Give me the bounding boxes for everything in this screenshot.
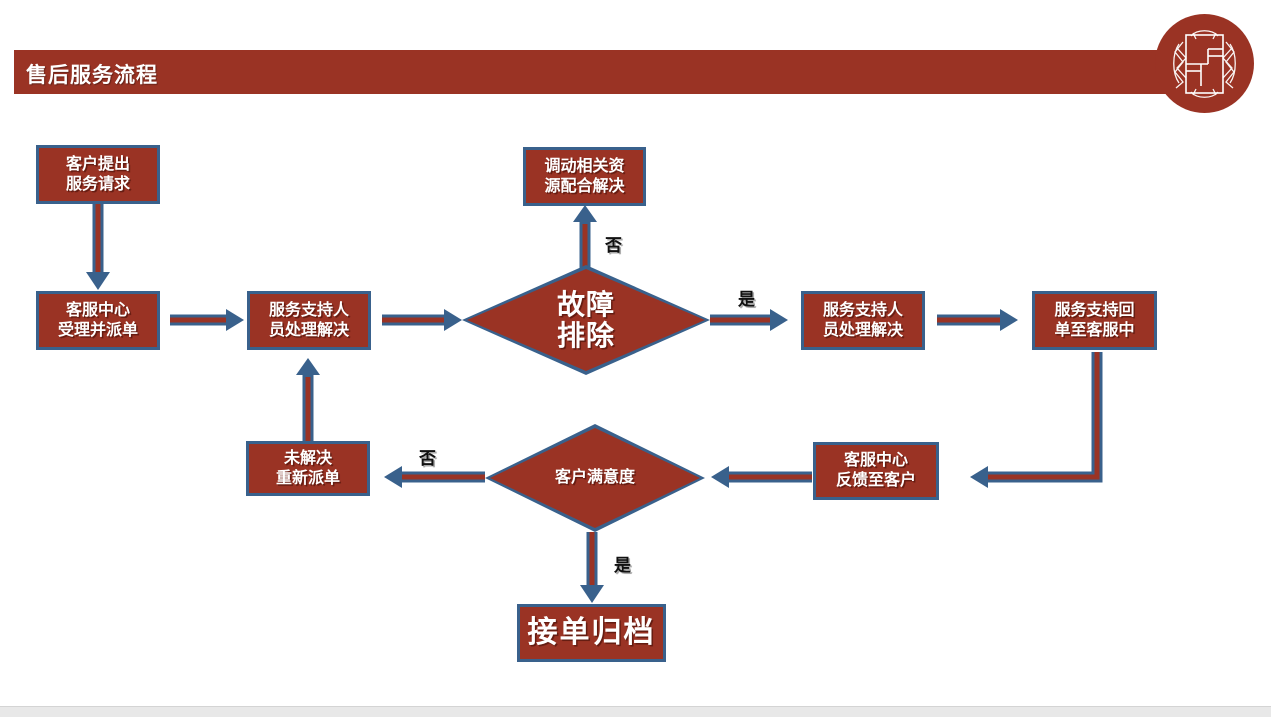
page-title: 售后服务流程 — [26, 64, 158, 87]
node-customer-satisfaction-label: 客户满意度 — [554, 469, 635, 487]
edge-support-to-fault — [382, 309, 462, 331]
edge-reassign-to-support — [296, 358, 320, 444]
node-center-feedback-customer[interactable]: 客服中心 反馈至客户 — [813, 442, 939, 500]
edge-satisfaction-no-to-reassign — [384, 466, 485, 488]
branch-label-satisfaction-no: 否 — [419, 449, 436, 468]
branch-label-satisfaction-yes: 是 — [614, 556, 631, 575]
node-support-staff-handle[interactable]: 服务支持人 员处理解决 — [247, 291, 371, 350]
node-archive-ticket[interactable]: 接单归档 — [517, 604, 666, 662]
node-unresolved-reassign[interactable]: 未解决 重新派单 — [246, 441, 370, 496]
footer-strip — [0, 706, 1271, 717]
edge-request-to-center — [86, 204, 110, 290]
node-customer-request[interactable]: 客户提出 服务请求 — [36, 145, 160, 204]
edge-feedback-to-satisfaction — [711, 466, 812, 488]
branch-label-fault-no: 否 — [605, 236, 622, 255]
branch-label-fault-yes: 是 — [738, 290, 755, 309]
node-fault-cleared-decision[interactable]: 故障 排除 — [462, 265, 710, 375]
title-bar — [14, 50, 1174, 94]
node-service-center-intake[interactable]: 客服中心 受理并派单 — [36, 291, 160, 350]
edge-support2-to-return — [937, 309, 1018, 331]
node-mobilize-resources[interactable]: 调动相关资 源配合解决 — [523, 147, 646, 206]
node-fault-cleared-label: 故障 排除 — [556, 288, 615, 351]
company-emblem-logo — [1155, 14, 1254, 113]
edge-fault-yes-to-support2 — [710, 309, 788, 331]
edge-satisfaction-yes-to-archive — [580, 532, 604, 603]
edge-center-to-support — [170, 309, 244, 331]
node-support-return-ticket[interactable]: 服务支持回 单至客服中 — [1032, 291, 1157, 350]
emblem-icon — [1173, 30, 1236, 98]
edge-return-to-feedback — [970, 352, 1103, 488]
node-support-staff-handle-2[interactable]: 服务支持人 员处理解决 — [801, 291, 925, 350]
node-customer-satisfaction-decision[interactable]: 客户满意度 — [485, 424, 705, 532]
